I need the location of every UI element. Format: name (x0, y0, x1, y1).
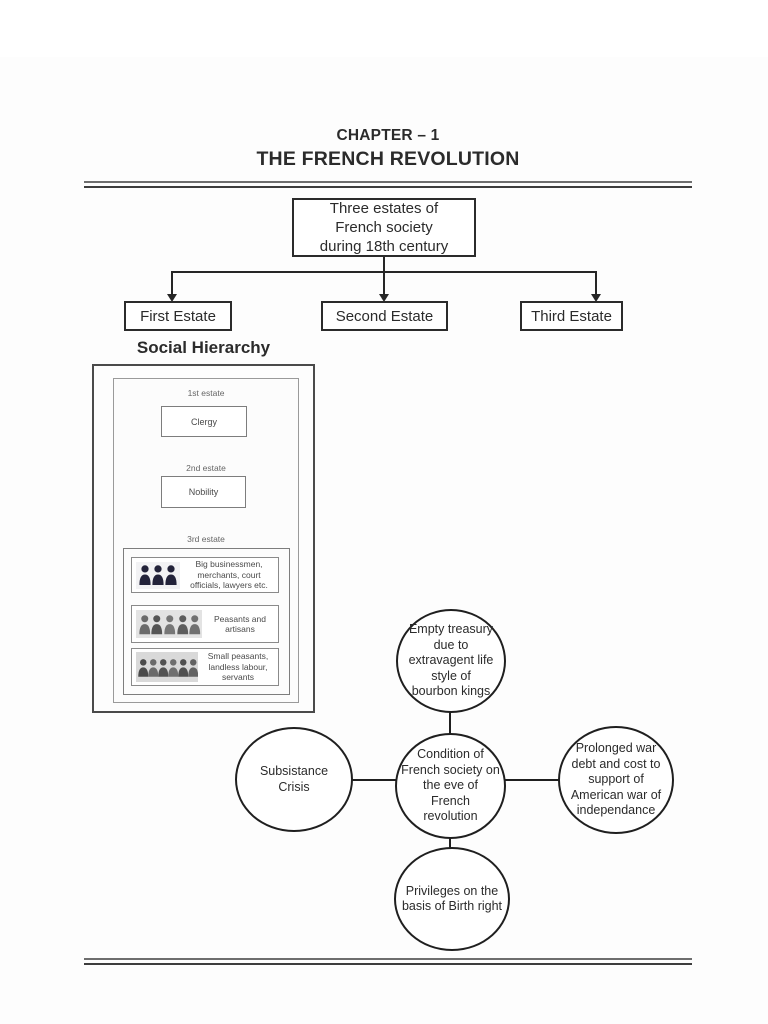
estates-root-box: Three estates of French society during 1… (292, 198, 476, 257)
bottom-divider-rule (84, 958, 692, 965)
concept-circle-subsistance-crisis: Subsistance Crisis (235, 727, 353, 832)
concept-circle-condition-of-society: Condition of French society on the eve o… (395, 733, 506, 839)
social-hierarchy-figure: 1st estate Clergy 2nd estate Nobility 3r… (92, 364, 315, 713)
first-estate-level-label: 1st estate (187, 388, 225, 398)
third-estate-frame: Big businessmen, merchants, court offici… (123, 548, 290, 695)
clergy-box: Clergy (161, 406, 247, 437)
class-row: Big businessmen, merchants, court offici… (131, 557, 279, 593)
concept-circle-empty-treasury: Empty treasury due to extravagent life s… (396, 609, 506, 713)
class-row: Small peasants, landless labour, servant… (131, 648, 279, 686)
concept-circle-birth-right-privileges: Privileges on the basis of Birth right (394, 847, 510, 951)
class-row-text: Big businessmen, merchants, court offici… (190, 559, 268, 591)
chapter-heading: CHAPTER – 1 (336, 127, 440, 144)
hierarchy-image: 1st estate Clergy 2nd estate Nobility 3r… (113, 378, 299, 703)
class-row: Peasants and artisans (131, 605, 279, 643)
nobility-box: Nobility (161, 476, 246, 508)
class-row-text: Small peasants, landless labour, servant… (207, 651, 269, 683)
first-estate-box: First Estate (124, 301, 232, 331)
social-hierarchy-heading: Social Hierarchy (136, 338, 271, 357)
third-estate-level-label: 3rd estate (187, 534, 225, 544)
people-group-image (136, 561, 180, 589)
second-estate-box: Second Estate (321, 301, 448, 331)
people-group-image (136, 652, 198, 682)
second-estate-level-label: 2nd estate (186, 463, 226, 473)
people-group-image (136, 610, 202, 638)
third-estate-box: Third Estate (520, 301, 623, 331)
class-row-text: Peasants and artisans (214, 613, 266, 635)
page-title: THE FRENCH REVOLUTION (256, 148, 520, 170)
title-divider-rule (84, 181, 692, 188)
concept-circle-war-debt: Prolonged war debt and cost to support o… (558, 726, 674, 834)
